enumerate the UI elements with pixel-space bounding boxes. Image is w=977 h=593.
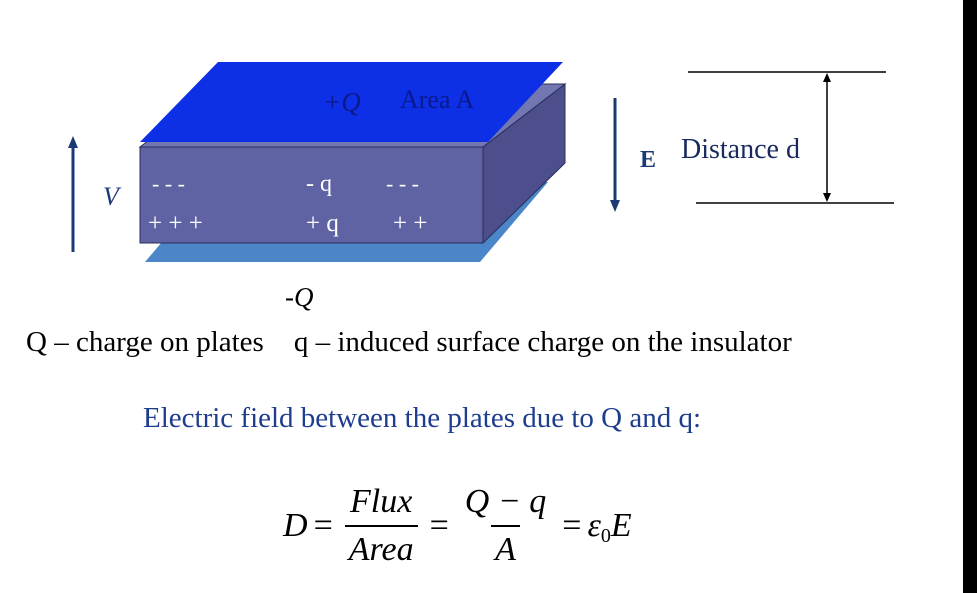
charge-legend: Q – charge on plates q – induced surface …: [26, 326, 792, 359]
epsilon-subscript: 0: [600, 524, 611, 547]
induced-negative-middle: - q: [306, 171, 332, 197]
equation-equals-1: =: [313, 507, 333, 544]
induced-positive-left: + + +: [148, 210, 203, 237]
equation-equals-2: =: [429, 507, 449, 544]
area-label: Area A: [400, 85, 475, 114]
equation-equals-3: =: [562, 507, 582, 544]
bottom-plate-charge-label: -Q: [285, 282, 314, 312]
insulator-front: [139, 146, 484, 244]
distance-arrow-head-up: [823, 73, 831, 82]
field-statement: Electric field between the plates due to…: [143, 402, 702, 434]
capacitor-diagram: +Q Area A - - - - q - - - + + + + q + + …: [68, 62, 894, 312]
distance-label: Distance d: [681, 134, 800, 165]
voltage-label: V: [103, 182, 122, 211]
flux-numerator: Flux: [350, 483, 413, 520]
distance-arrow-head-down: [823, 193, 831, 202]
top-plate-charge-label: +Q: [323, 87, 361, 117]
charge-numerator: Q − q: [464, 483, 547, 520]
window-edge: [963, 0, 977, 593]
field-variable: E: [610, 507, 632, 544]
voltage-arrow-head: [68, 136, 78, 148]
field-label: E: [640, 147, 656, 173]
induced-charge-legend: q – induced surface charge on the insula…: [293, 326, 792, 358]
equation-lhs: D: [283, 507, 308, 544]
induced-positive-middle: + q: [306, 210, 339, 237]
induced-positive-right: + +: [393, 210, 427, 237]
charge-over-area-fraction: Q − q A: [461, 483, 551, 569]
flux-over-area-fraction: Flux Area: [344, 483, 418, 569]
a-denominator: A: [491, 525, 520, 569]
top-plate: [140, 62, 563, 142]
induced-negative-right: - - -: [386, 171, 419, 196]
epsilon-symbol: ε: [587, 507, 601, 544]
field-arrow-head: [610, 200, 620, 212]
area-denominator: Area: [344, 525, 418, 569]
induced-negative-left: - - -: [152, 171, 185, 196]
plate-charge-legend: Q – charge on plates: [26, 326, 264, 358]
